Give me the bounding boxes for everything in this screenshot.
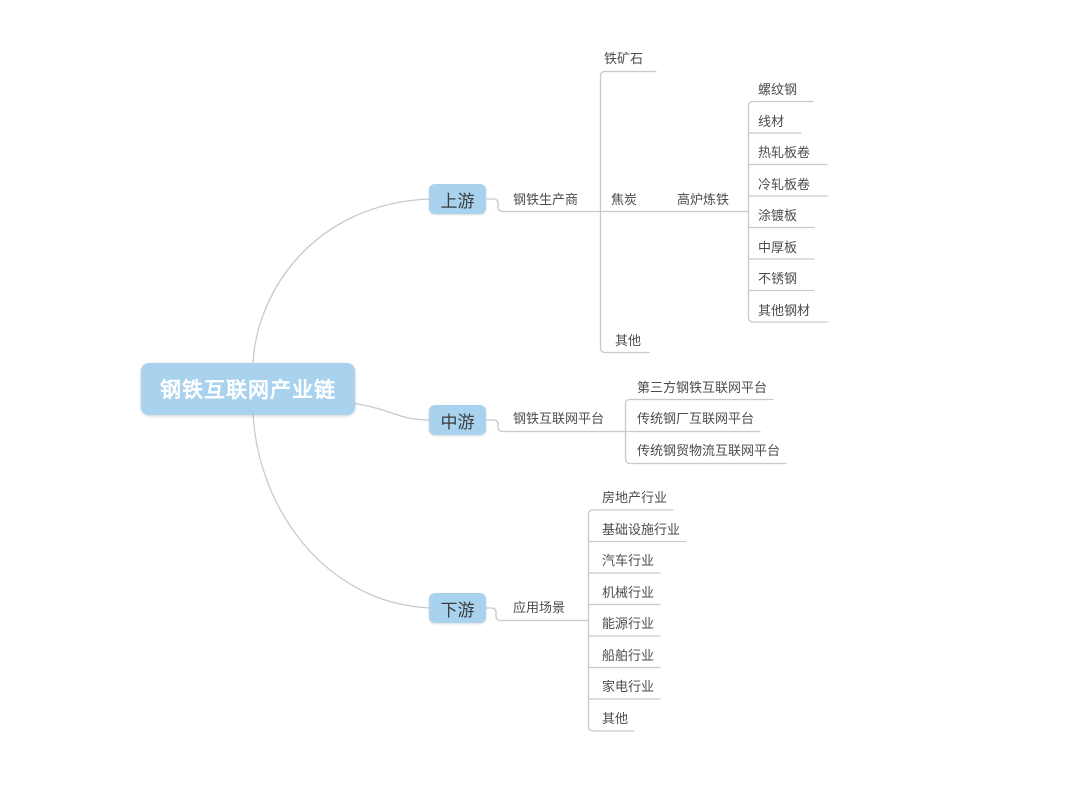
third-party-platform-node[interactable]: 第三方钢铁互联网平台 bbox=[637, 380, 768, 395]
cold-rolled-coil-node[interactable]: 冷轧板卷 bbox=[758, 177, 811, 192]
traditional-trade-logistics-platform-node[interactable]: 传统钢贸物流互联网平台 bbox=[637, 443, 781, 458]
curve-root-to-upstream bbox=[252, 198, 430, 365]
root-node[interactable]: 钢铁互联网产业链 bbox=[141, 363, 355, 415]
curve-root-to-midstream bbox=[351, 402, 430, 421]
steel-internet-platform-node[interactable]: 钢铁互联网平台 bbox=[513, 411, 605, 426]
home-appliance-node[interactable]: 家电行业 bbox=[602, 679, 655, 694]
downstream-branch-node[interactable]: 下游 bbox=[429, 593, 486, 623]
other-steel-node[interactable]: 其他钢材 bbox=[758, 303, 811, 318]
energy-node[interactable]: 能源行业 bbox=[602, 616, 655, 631]
real-estate-node[interactable]: 房地产行业 bbox=[602, 490, 668, 505]
infrastructure-node[interactable]: 基础设施行业 bbox=[602, 522, 681, 537]
midstream-branch-node[interactable]: 中游 bbox=[429, 405, 486, 435]
curve-root-to-downstream bbox=[252, 411, 432, 609]
steel-producer-node[interactable]: 钢铁生产商 bbox=[513, 192, 579, 207]
coke-node[interactable]: 焦炭 bbox=[611, 192, 638, 207]
upstream-materials-bus bbox=[599, 70, 657, 354]
traditional-mill-platform-node[interactable]: 传统钢厂互联网平台 bbox=[637, 411, 755, 426]
automobile-node[interactable]: 汽车行业 bbox=[602, 553, 655, 568]
rebar-node[interactable]: 螺纹钢 bbox=[758, 82, 798, 97]
application-scenario-node[interactable]: 应用场景 bbox=[513, 600, 566, 615]
other-material-node[interactable]: 其他 bbox=[615, 333, 642, 348]
hot-rolled-coil-node[interactable]: 热轧板卷 bbox=[758, 145, 811, 160]
coated-plate-node[interactable]: 涂镀板 bbox=[758, 208, 798, 223]
blast-furnace-node[interactable]: 高炉炼铁 bbox=[677, 192, 730, 207]
other-industry-node[interactable]: 其他 bbox=[602, 711, 629, 726]
wire-rod-node[interactable]: 线材 bbox=[758, 114, 785, 129]
upstream-branch-node[interactable]: 上游 bbox=[429, 184, 486, 214]
iron-ore-node[interactable]: 铁矿石 bbox=[604, 51, 644, 66]
medium-plate-node[interactable]: 中厚板 bbox=[758, 240, 798, 255]
machinery-node[interactable]: 机械行业 bbox=[602, 585, 655, 600]
shipbuilding-node[interactable]: 船舶行业 bbox=[602, 648, 655, 663]
stainless-steel-node[interactable]: 不锈钢 bbox=[758, 271, 798, 286]
